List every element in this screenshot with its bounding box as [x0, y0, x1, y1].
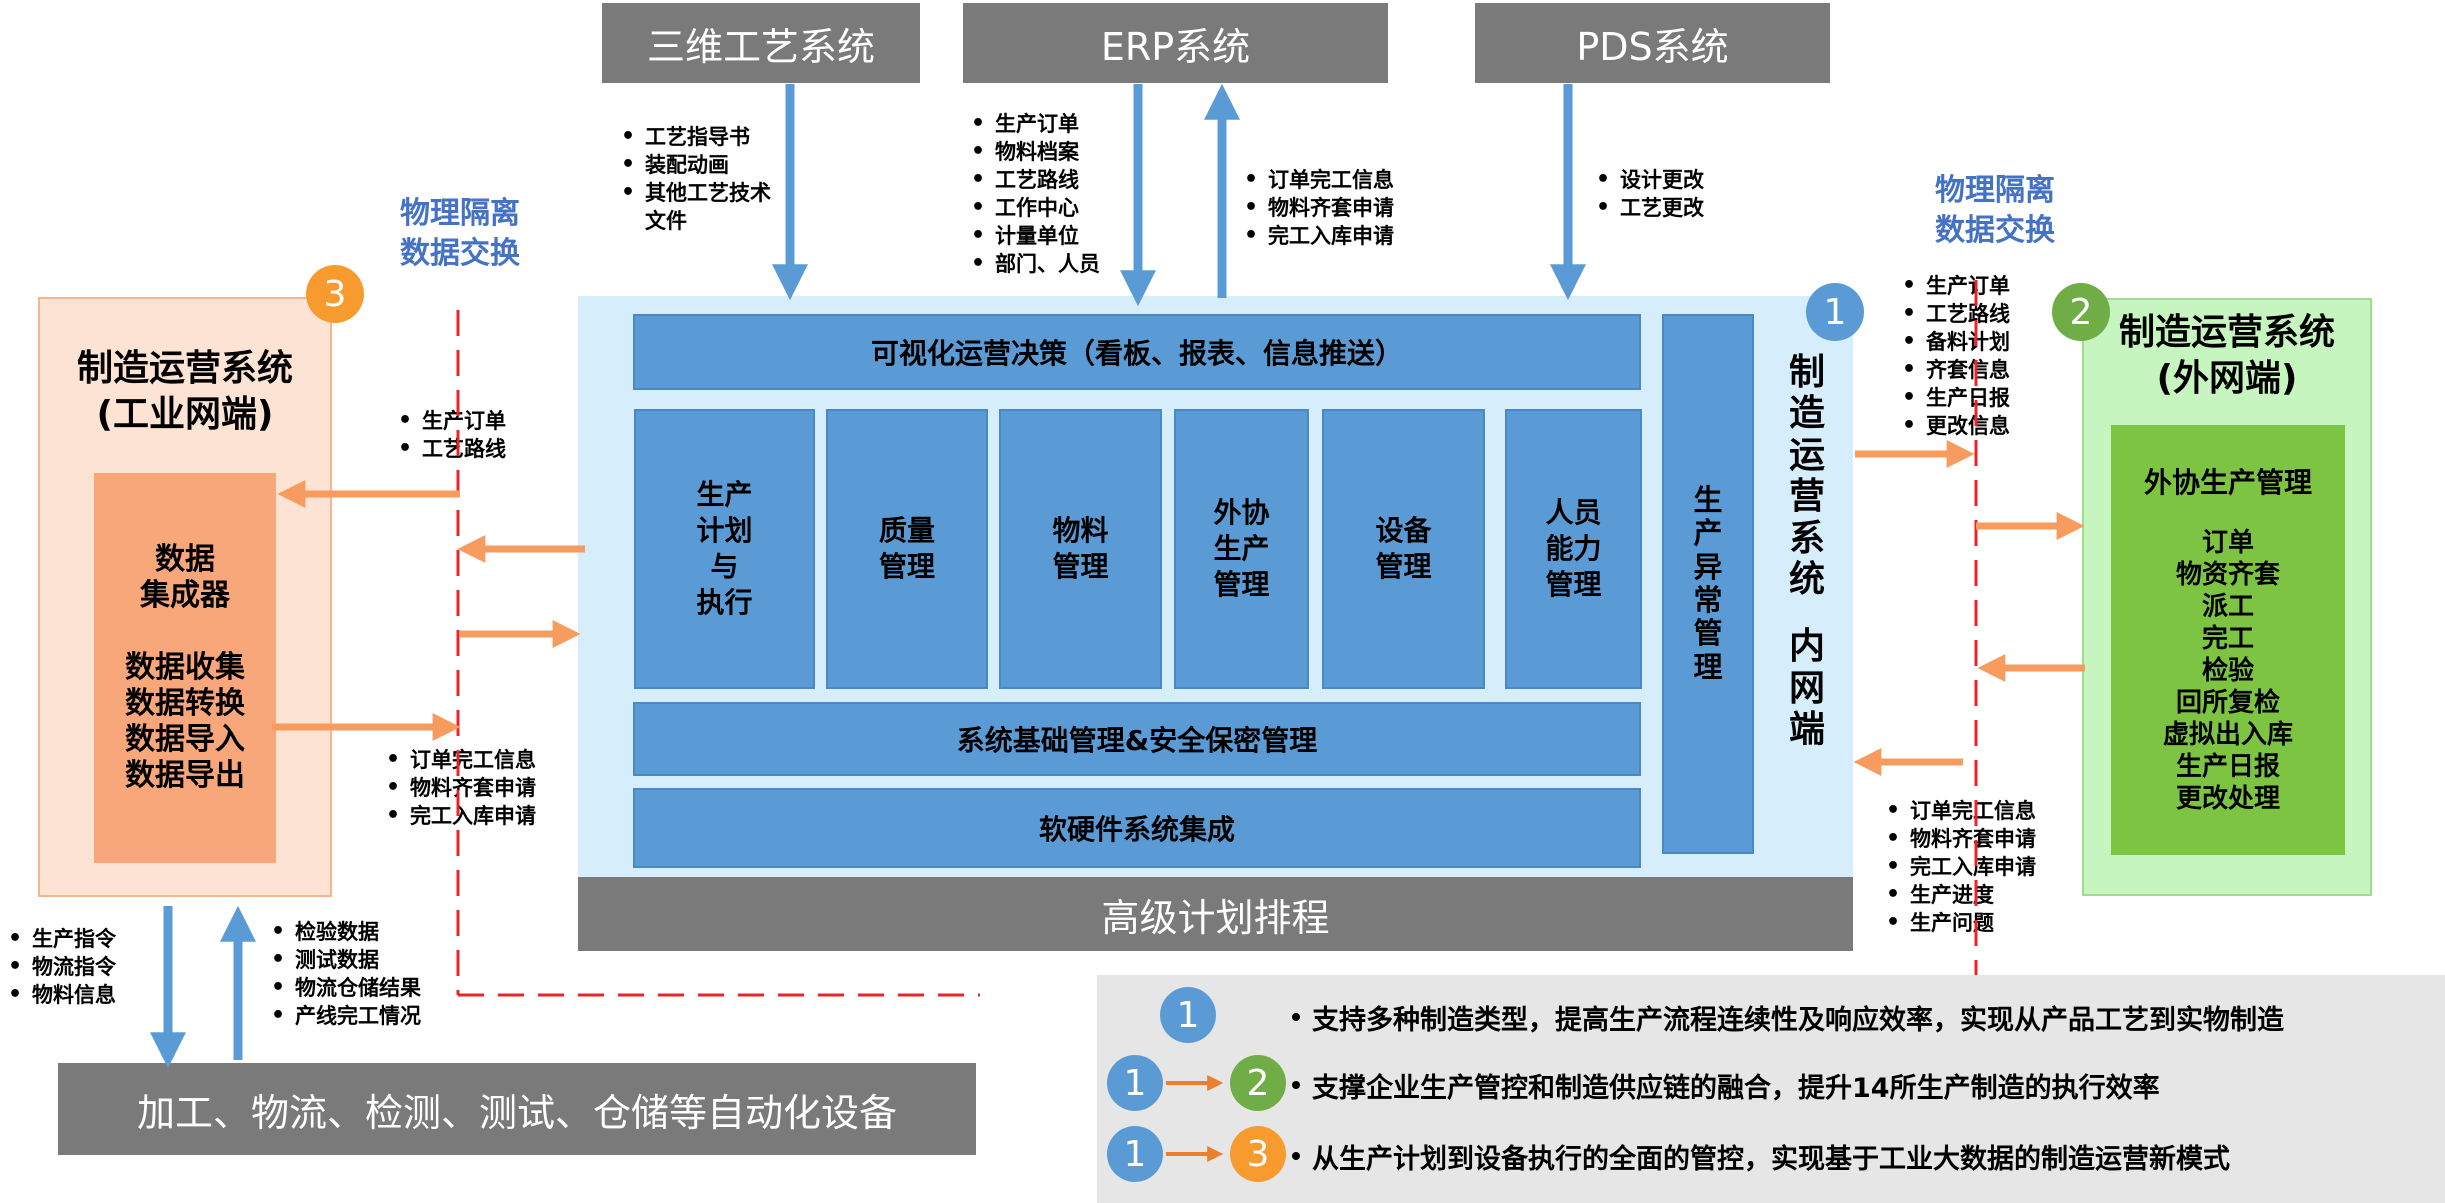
industrial-to-core-list: 生产订单 工艺路线: [392, 407, 506, 463]
list-item: 工艺更改: [1590, 194, 1704, 222]
outsourcing-management-box: 外协生产管理 订单物资齐套派工 完工检验回所复检 虚拟出入库生产日报更改处理: [2111, 425, 2345, 855]
list-item: 工艺路线: [965, 166, 1100, 194]
legend-row2-to-badge: 2: [1230, 1055, 1286, 1111]
pds-system-box: PDS系统: [1475, 3, 1830, 83]
pds-input-list: 设计更改 工艺更改: [1590, 166, 1704, 222]
list-item: 生产订单: [1896, 272, 2010, 300]
core-badge: 1: [1806, 283, 1864, 341]
sanwei-system-label: 三维工艺系统: [646, 24, 875, 69]
list-item: 工艺路线: [392, 435, 506, 463]
list-item: 检验数据: [265, 918, 421, 946]
list-item: 完工入库申请: [380, 802, 536, 830]
external-inbound-list: 生产订单 工艺路线 备料计划 齐套信息 生产日报 更改信息: [1896, 272, 2010, 440]
list-item: 其他工艺技术文件: [615, 179, 785, 235]
list-item: 齐套信息: [1896, 356, 2010, 384]
list-item: 工艺指导书: [615, 123, 785, 151]
list-item: 订单完工信息: [380, 746, 536, 774]
module-equipment: 设备管理: [1322, 409, 1485, 689]
base-management-bar: 系统基础管理&安全保密管理: [633, 702, 1641, 776]
list-item: 生产订单: [392, 407, 506, 435]
list-item: 生产问题: [1880, 909, 2036, 937]
erp-system-label: ERP系统: [1100, 24, 1251, 69]
external-title: 制造运营系统(外网端): [2118, 312, 2335, 399]
list-item: 工艺路线: [1896, 300, 2010, 328]
legend-row1-text: 支持多种制造类型，提高生产流程连续性及响应效率，实现从产品工艺到实物制造: [1312, 1005, 2284, 1036]
list-item: 物料齐套申请: [380, 774, 536, 802]
isolation-label-right: 物理隔离 数据交换: [1935, 173, 2055, 248]
list-item: 备料计划: [1896, 328, 2010, 356]
scheduling-bar: 高级计划排程: [578, 877, 1853, 951]
list-item: 完工入库申请: [1880, 853, 2036, 881]
automation-equipment-bar: 加工、物流、检测、测试、仓储等自动化设备: [58, 1063, 976, 1155]
list-item: 设计更改: [1590, 166, 1704, 194]
industrial-title: 制造运营系统(工业网端): [76, 348, 293, 435]
legend-panel: [1097, 975, 2445, 1203]
isolation-line-left: [456, 310, 980, 997]
list-item: 物料档案: [965, 138, 1100, 166]
industrial-from-core-list: 订单完工信息 物料齐套申请 完工入库申请: [380, 746, 536, 830]
outsourcing-items: 订单物资齐套派工 完工检验回所复检 虚拟出入库生产日报更改处理: [2162, 528, 2293, 814]
system-flow-arrows: [150, 83, 1586, 1069]
legend-row1-badge: 1: [1160, 987, 1216, 1043]
module-quality: 质量管理: [826, 409, 988, 689]
sanwei-system-box: 三维工艺系统: [602, 3, 920, 83]
module-material: 物料管理: [999, 409, 1162, 689]
sanwei-input-list: 工艺指导书 装配动画 其他工艺技术文件: [615, 123, 785, 235]
data-integrator-box: 数据集成器 数据收集数据转换数据导入数据导出: [94, 473, 276, 863]
erp-up-list: 订单完工信息 物料齐套申请 完工入库申请: [1238, 166, 1394, 250]
list-item: 物料信息: [2, 981, 116, 1009]
device-feedback-list: 检验数据 测试数据 物流仓储结果 产线完工情况: [265, 918, 421, 1030]
device-command-list: 生产指令 物流指令 物料信息: [2, 925, 116, 1009]
core-side-title: 制造运营系统 内网端: [1788, 352, 1825, 751]
list-item: 生产指令: [2, 925, 116, 953]
module-personnel: 人员能力管理: [1505, 409, 1642, 689]
list-item: 物流仓储结果: [265, 974, 421, 1002]
list-item: 工作中心: [965, 194, 1100, 222]
decision-bar: 可视化运营决策（看板、报表、信息推送）: [633, 314, 1641, 390]
erp-down-list: 生产订单 物料档案 工艺路线 工作中心 计量单位 部门、人员: [965, 110, 1100, 278]
list-item: 生产日报: [1896, 384, 2010, 412]
legend-arrows: [1166, 1075, 1224, 1162]
list-item: 物料齐套申请: [1238, 194, 1394, 222]
integration-bar: 软硬件系统集成: [633, 788, 1641, 868]
module-outsourcing: 外协生产管理: [1174, 409, 1309, 689]
pds-system-label: PDS系统: [1576, 24, 1729, 69]
isolation-label-left: 物理隔离 数据交换: [400, 196, 520, 271]
industrial-exchange-arrows: [272, 480, 585, 741]
legend-row3-from-badge: 1: [1107, 1126, 1163, 1182]
list-item: 产线完工情况: [265, 1002, 421, 1030]
exception-management-column: 生产异常管理: [1662, 314, 1754, 854]
list-item: 测试数据: [265, 946, 421, 974]
legend-row2-text: 支撑企业生产管控和制造供应链的融合，提升14所生产制造的执行效率: [1312, 1073, 2160, 1104]
list-item: 装配动画: [615, 151, 785, 179]
list-item: 计量单位: [965, 222, 1100, 250]
external-outbound-list: 订单完工信息 物料齐套申请 完工入库申请 生产进度 生产问题: [1880, 797, 2036, 937]
industrial-badge: 3: [306, 265, 364, 323]
list-item: 物流指令: [2, 953, 116, 981]
list-item: 更改信息: [1896, 412, 2010, 440]
module-production-plan: 生产计划与执行: [634, 409, 815, 689]
list-item: 部门、人员: [965, 250, 1100, 278]
legend-row3-to-badge: 3: [1230, 1126, 1286, 1182]
legend-row3-text: 从生产计划到设备执行的全面的管控，实现基于工业大数据的制造运营新模式: [1312, 1144, 2230, 1175]
outsourcing-title: 外协生产管理: [2143, 466, 2312, 499]
list-item: 订单完工信息: [1880, 797, 2036, 825]
external-badge: 2: [2052, 283, 2110, 341]
list-item: 完工入库申请: [1238, 222, 1394, 250]
list-item: 生产订单: [965, 110, 1100, 138]
list-item: 物料齐套申请: [1880, 825, 2036, 853]
erp-system-box: ERP系统: [963, 3, 1388, 83]
legend-row2-from-badge: 1: [1107, 1055, 1163, 1111]
list-item: 订单完工信息: [1238, 166, 1394, 194]
list-item: 生产进度: [1880, 881, 2036, 909]
external-exchange-arrows: [1853, 440, 2085, 776]
legend-bullets: [1292, 1013, 1300, 1160]
